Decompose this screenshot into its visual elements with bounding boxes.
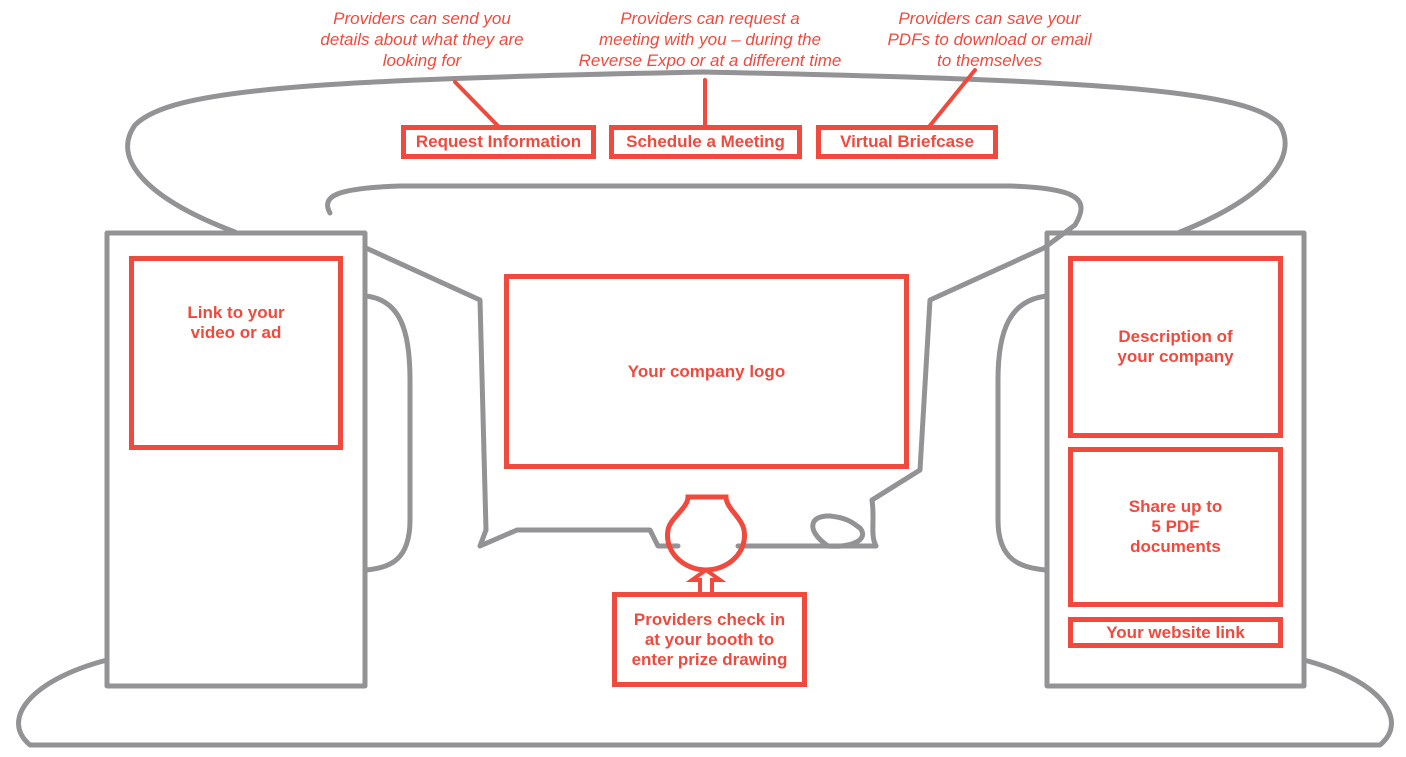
company-description-panel: Description of your company	[1068, 256, 1283, 438]
back-wall-outline	[363, 245, 681, 549]
company-description-label: Description of your company	[1117, 327, 1234, 366]
video-link-label: Link to your video or ad	[187, 303, 285, 342]
back-wall-top	[325, 183, 1084, 251]
connector-request-info	[453, 80, 502, 130]
meeting-note: Providers can request a meeting with you…	[578, 9, 842, 70]
left-tower-outline	[104, 230, 368, 689]
pdf-documents-panel[interactable]: Share up to 5 PDF documents	[1068, 447, 1283, 607]
schedule-meeting-button[interactable]: Schedule a Meeting	[609, 125, 802, 159]
connector-briefcase	[926, 68, 977, 130]
right-tower-outline	[1044, 230, 1307, 689]
virtual-briefcase-label: Virtual Briefcase	[840, 132, 974, 151]
right-side-curve	[995, 293, 1050, 573]
prize-checkin-label: Providers check in at your booth to ente…	[631, 609, 788, 669]
checkin-arrow-icon	[685, 567, 727, 594]
schedule-meeting-label: Schedule a Meeting	[626, 132, 785, 151]
company-logo-label: Your company logo	[627, 361, 786, 381]
left-side-curve	[363, 293, 413, 573]
request-information-button[interactable]: Request Information	[401, 125, 596, 159]
website-link-button[interactable]: Your website link	[1068, 617, 1283, 648]
vase-icon	[665, 494, 747, 573]
floor-outline	[16, 657, 1394, 748]
pdf-documents-label: Share up to 5 PDF documents	[1128, 497, 1223, 556]
prize-checkin-box[interactable]: Providers check in at your booth to ente…	[612, 592, 807, 687]
website-link-label: Your website link	[1106, 622, 1245, 642]
briefcase-note: Providers can save your PDFs to download…	[887, 9, 1092, 70]
request-info-note: Providers can send you details about wha…	[320, 9, 524, 70]
company-logo-panel: Your company logo	[504, 274, 909, 469]
request-information-label: Request Information	[415, 132, 582, 151]
virtual-briefcase-button[interactable]: Virtual Briefcase	[816, 125, 998, 159]
upper-banner-outline	[125, 69, 1288, 235]
video-link-panel[interactable]: Link to your video or ad	[129, 256, 343, 450]
back-wall-outline-right	[735, 245, 1047, 549]
cushion-outline	[810, 513, 865, 549]
